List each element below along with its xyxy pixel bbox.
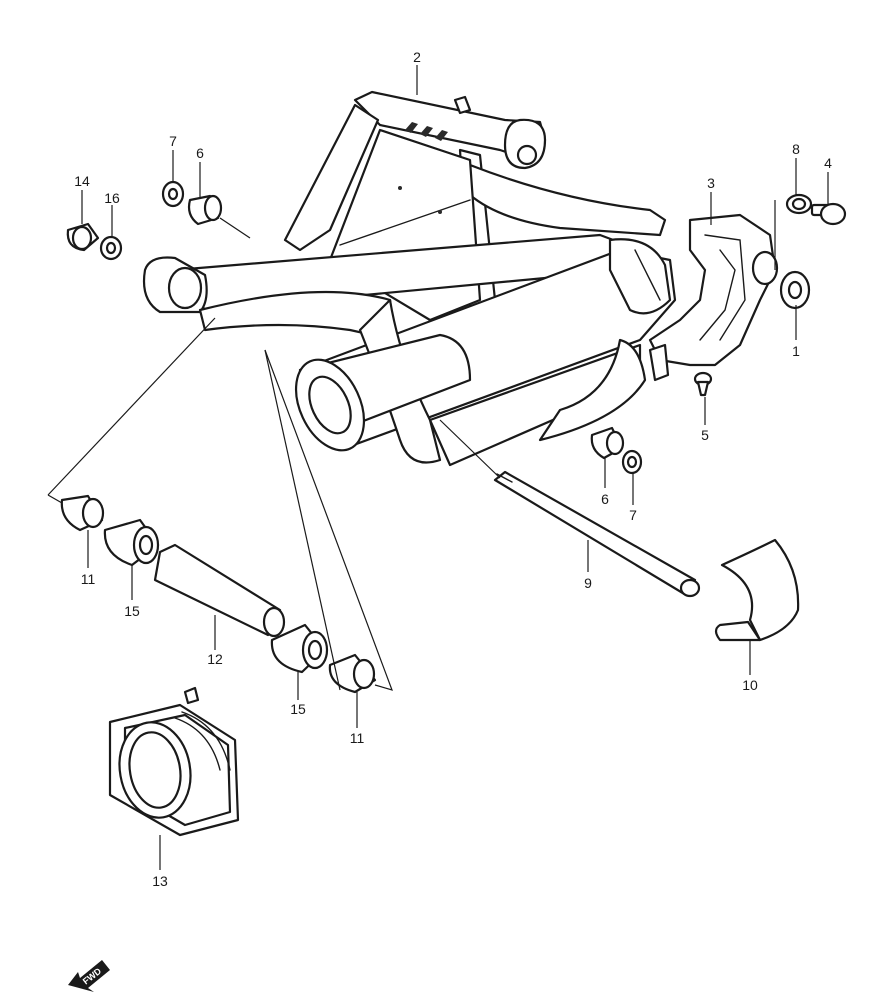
callout-16: 16 xyxy=(104,190,120,206)
callout-13: 13 xyxy=(152,873,168,889)
front-direction-arrow-icon: FWD xyxy=(68,960,110,992)
callout-7-bottom: 7 xyxy=(629,507,637,523)
washer-7-bottom xyxy=(621,449,643,475)
callout-10: 10 xyxy=(742,677,758,693)
callout-3: 3 xyxy=(707,175,715,191)
nut-1 xyxy=(779,270,811,310)
bracket-3 xyxy=(648,213,779,382)
cover-10 xyxy=(714,538,800,642)
callout-4: 4 xyxy=(824,155,832,171)
swingarm-frame xyxy=(142,90,677,467)
callout-14: 14 xyxy=(74,173,90,189)
bushing-11-top xyxy=(60,494,105,532)
bolt-4 xyxy=(810,202,847,226)
callout-2: 2 xyxy=(413,49,421,65)
bushing-6-top xyxy=(187,194,223,226)
callout-8: 8 xyxy=(792,141,800,157)
dust-boot-13 xyxy=(108,686,240,837)
callout-12: 12 xyxy=(207,651,223,667)
callout-11-top: 11 xyxy=(81,571,96,587)
callout-6-bottom: 6 xyxy=(601,491,609,507)
callout-9: 9 xyxy=(584,575,592,591)
bearing-15-bottom xyxy=(270,623,329,674)
washer-7-top xyxy=(161,180,185,208)
callout-15-bottom: 15 xyxy=(290,701,306,717)
callout-6-top: 6 xyxy=(196,145,204,161)
washer-16 xyxy=(99,235,123,261)
callout-11-bottom: 11 xyxy=(350,730,365,746)
callout-labels: 2 3 4 8 1 5 7 6 14 16 6 7 9 10 11 15 12 … xyxy=(74,49,832,889)
washer-8-top xyxy=(785,193,813,215)
screw-5 xyxy=(693,371,713,397)
pivot-shaft-9 xyxy=(493,470,701,598)
cap-14 xyxy=(66,222,100,252)
bushing-6-bottom xyxy=(590,426,625,460)
callout-1: 1 xyxy=(792,343,800,359)
bearing-15-top xyxy=(103,518,160,567)
bushing-11-bottom xyxy=(328,653,377,694)
callout-7-top: 7 xyxy=(169,133,177,149)
callout-15-top: 15 xyxy=(124,603,140,619)
leader-lines xyxy=(47,65,829,870)
callout-5: 5 xyxy=(701,427,709,443)
spacer-12 xyxy=(153,543,286,638)
